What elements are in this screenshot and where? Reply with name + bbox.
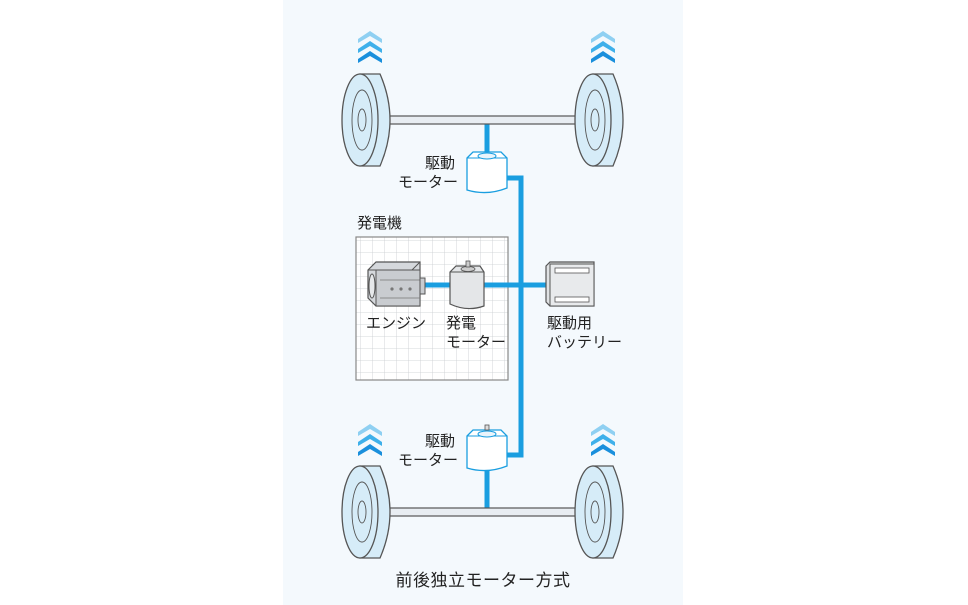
diagram-title: 前後独立モーター方式 [395, 571, 571, 591]
rear-left-arrow-icon [358, 424, 382, 456]
generator-group-label: 発電機 [357, 214, 403, 232]
generator-motor-label-line1: 発電 [446, 314, 477, 332]
front-motor-label-line2: モーター [398, 173, 459, 191]
main-vertical-bus [497, 175, 524, 458]
generator-motor-icon [449, 260, 485, 310]
front-drive-motor-icon [466, 151, 508, 194]
rear-right-arrow-icon [591, 424, 615, 456]
front-left-wheel [341, 73, 391, 167]
drive-battery-label-line1: 駆動用 [547, 314, 593, 332]
rear-right-wheel [574, 465, 624, 559]
drive-battery-label: 駆動用 バッテリー [547, 314, 622, 352]
rear-drive-motor-label: 駆動 モーター [398, 432, 458, 470]
front-drive-motor-label: 駆動 モーター [398, 154, 458, 192]
rear-drive-motor-icon [466, 424, 508, 472]
drive-battery-icon [545, 261, 595, 307]
front-right-arrow-icon [591, 31, 615, 63]
front-motor-label-line1: 駆動 [424, 154, 455, 172]
front-left-arrow-icon [358, 31, 382, 63]
front-right-wheel [574, 73, 624, 167]
power-lines [425, 120, 546, 513]
rear-axle [384, 507, 591, 517]
engine-label: エンジン [366, 314, 427, 332]
rear-motor-label-line1: 駆動 [424, 432, 455, 450]
front-axle [384, 115, 591, 125]
generator-group-box [355, 236, 509, 381]
rear-left-wheel [341, 465, 391, 559]
generator-motor-label-line2: モーター [446, 333, 507, 351]
rear-motor-label-line2: モーター [398, 451, 459, 469]
generator-motor-label: 発電 モーター [446, 314, 506, 352]
drive-battery-label-line2: バッテリー [547, 333, 623, 351]
engine-icon [367, 261, 426, 307]
